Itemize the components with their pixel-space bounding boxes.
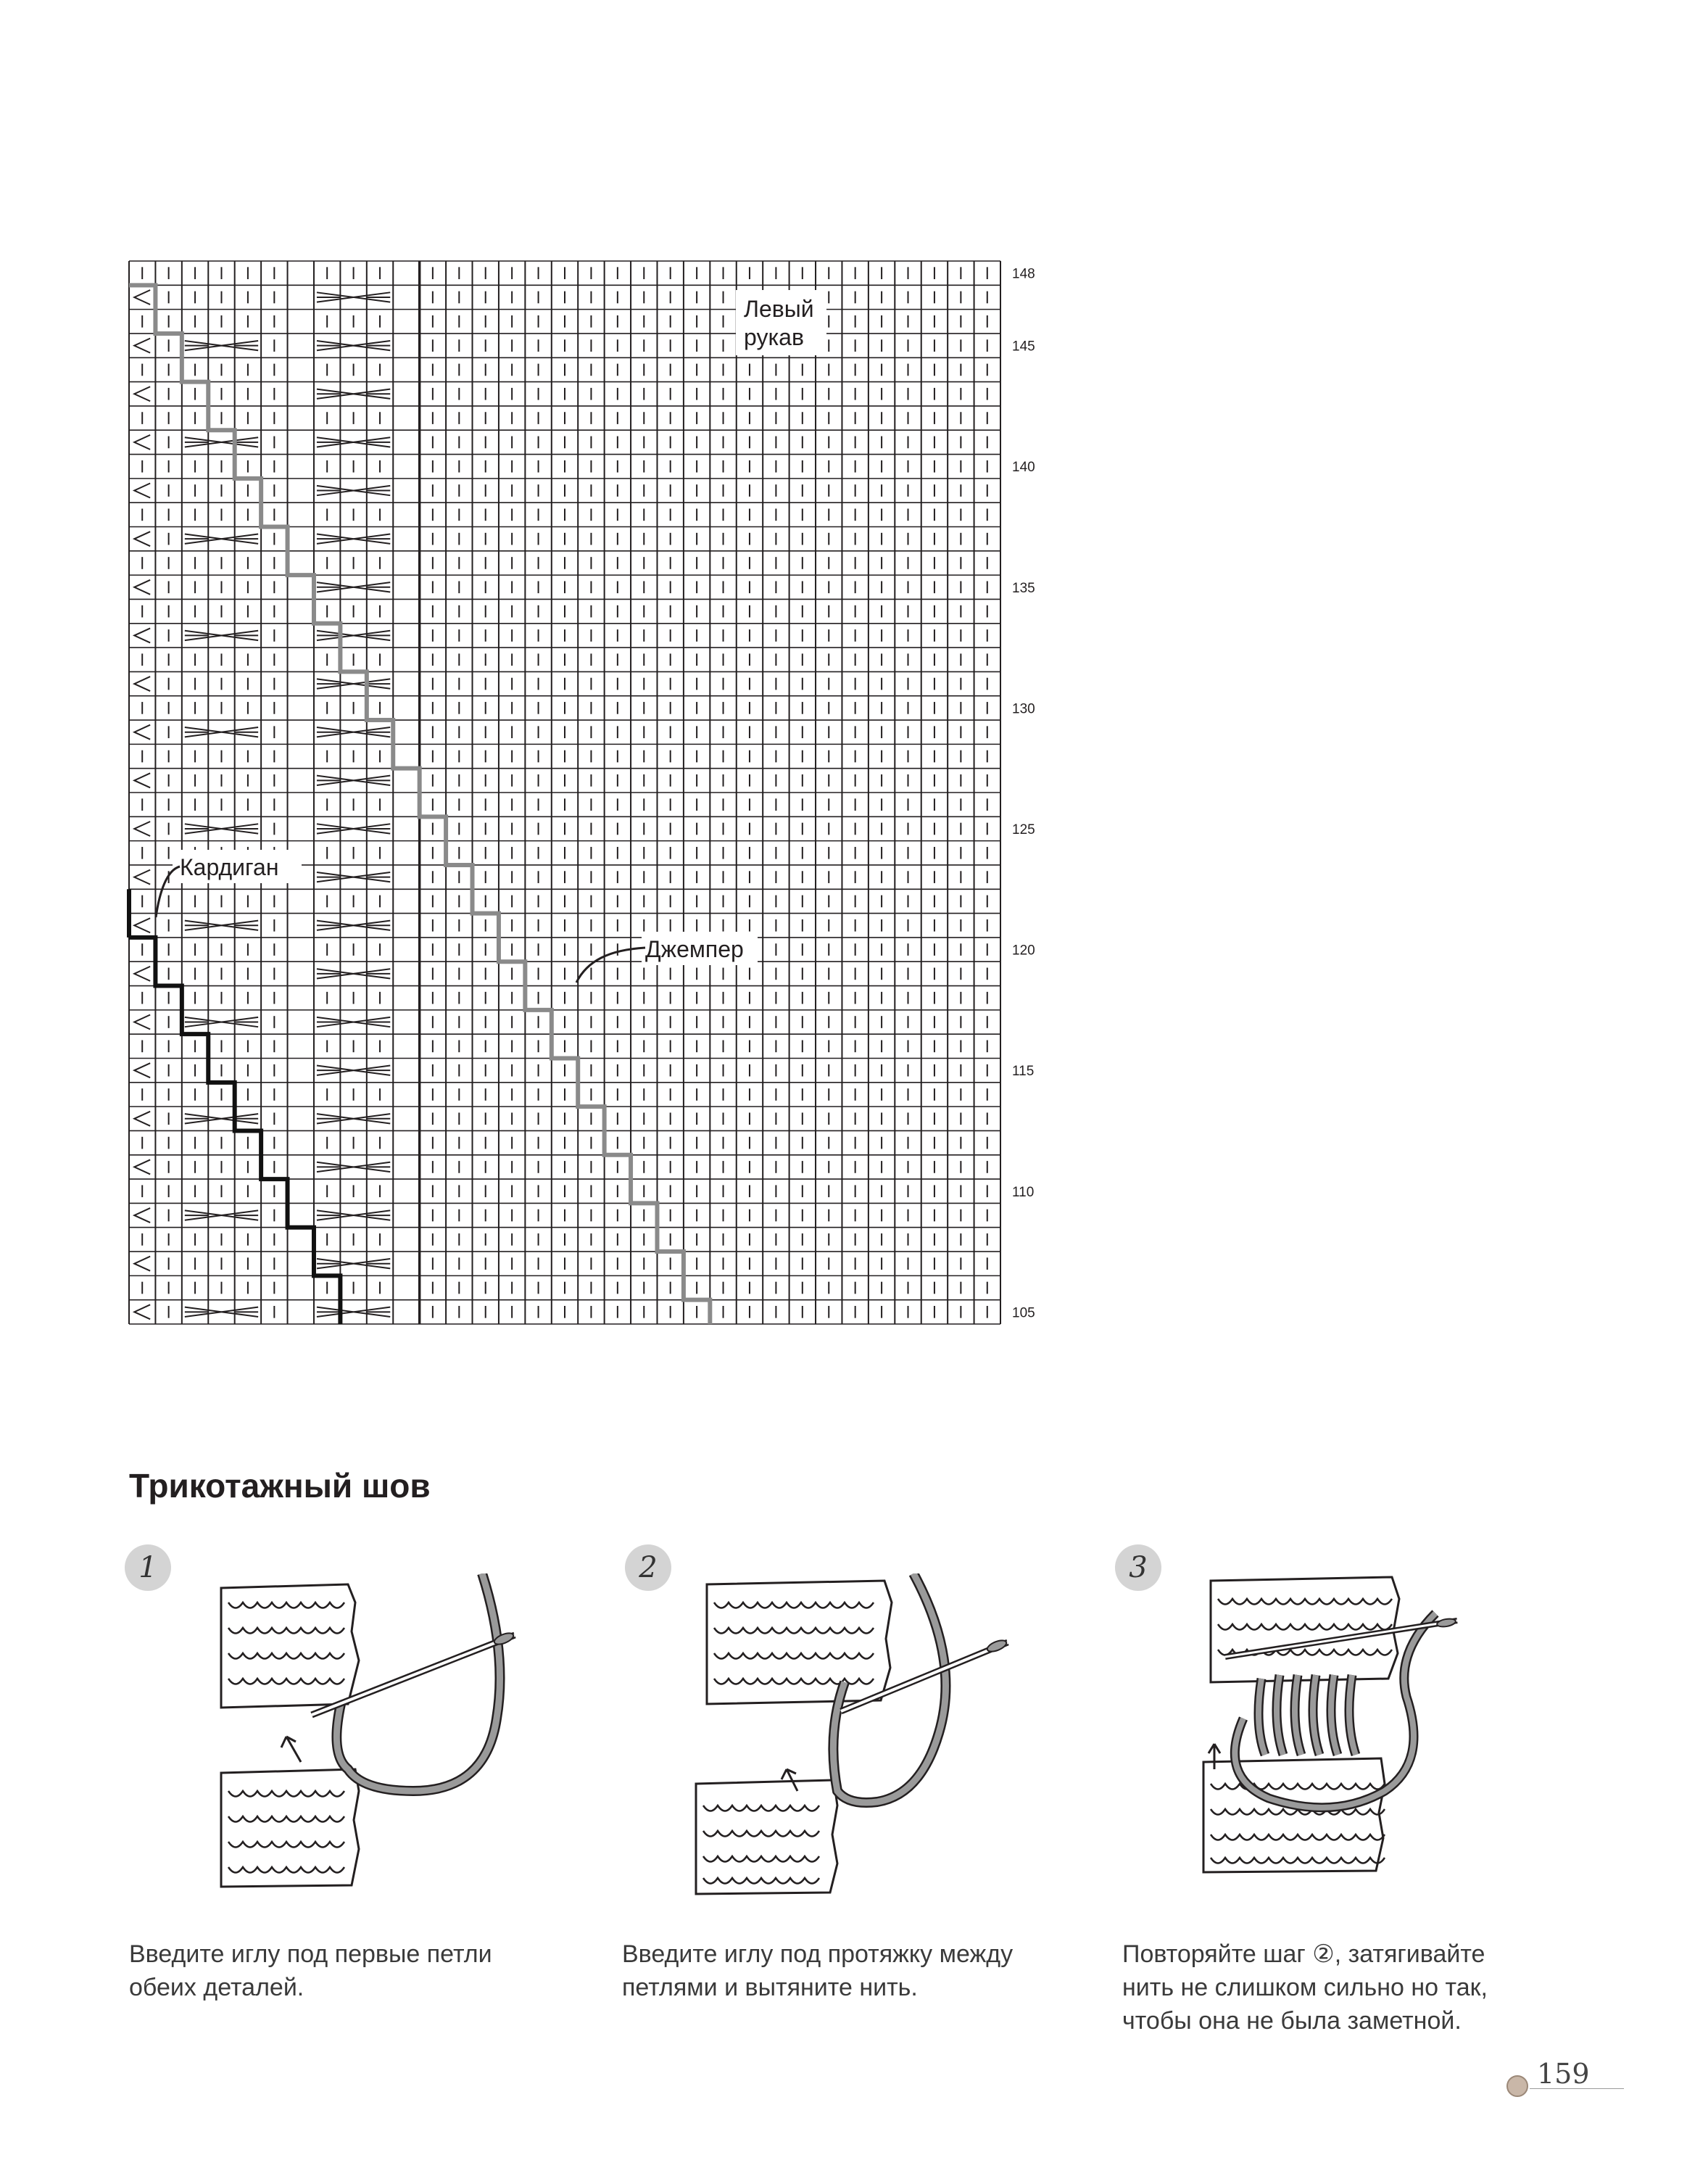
row-label: 140 — [1012, 460, 1035, 475]
decrease-symbol — [132, 482, 151, 499]
decrease-symbol — [132, 724, 151, 740]
cable-symbol — [316, 1016, 391, 1028]
cable-symbol — [316, 582, 391, 593]
cable-symbol — [316, 339, 391, 352]
cable-symbol — [184, 1209, 259, 1221]
decrease-symbol — [132, 676, 151, 692]
cable-symbol — [184, 1306, 259, 1318]
step-3-number: 3 — [1115, 1544, 1161, 1591]
footer-rule — [1530, 2088, 1624, 2089]
cardigan-leader — [154, 865, 181, 918]
cable-symbol — [316, 727, 391, 738]
knitting-chart: 148 145 140 135 130 125 120 115 110 105 Левый рук… — [127, 260, 1035, 1325]
decrease-symbol — [132, 1014, 151, 1030]
cable-symbol — [184, 339, 259, 352]
row-label: 115 — [1012, 1064, 1034, 1079]
decrease-symbol — [132, 627, 151, 644]
decrease-symbol — [132, 1255, 151, 1272]
cable-symbol — [316, 1064, 391, 1076]
step-1-number: 1 — [125, 1544, 171, 1591]
row-label: 110 — [1012, 1185, 1034, 1200]
cable-symbol — [316, 919, 391, 931]
left-sleeve-label-line1: Левый — [744, 296, 814, 322]
decrease-symbol — [132, 531, 151, 547]
cable-symbol — [316, 291, 391, 303]
decrease-symbol — [132, 772, 151, 789]
section-title: Трикотажный шов — [129, 1467, 431, 1505]
jumper-step-line — [129, 283, 713, 1324]
cable-symbol — [184, 823, 259, 835]
cable-symbol — [316, 1161, 391, 1173]
cable-symbol — [316, 968, 391, 980]
decrease-symbol — [132, 869, 151, 885]
yarn — [331, 1573, 505, 1797]
cable-symbol — [316, 533, 391, 545]
decrease-symbol — [132, 1159, 151, 1175]
decrease-symbol — [132, 434, 151, 450]
cable-symbol — [316, 1209, 391, 1221]
step-1-text: Введите иглу под первые петли обеих дета… — [129, 1940, 492, 2001]
cable-symbol — [184, 1016, 259, 1028]
cable-symbol — [316, 774, 391, 786]
jumper-leader — [575, 946, 646, 983]
chart-symbols — [132, 267, 988, 1320]
decrease-symbol — [132, 965, 151, 982]
cable-symbol — [184, 919, 259, 931]
step-2-text: Введите иглу под протяжку между петлями … — [622, 1940, 1014, 2001]
cable-symbol — [184, 629, 259, 642]
cable-symbol — [316, 437, 391, 448]
step-3-text: Повторяйте шаг ②, затягивайте нить не сл… — [1122, 1940, 1488, 2035]
jumper-label-group: Джемпер — [575, 932, 758, 983]
decrease-symbol — [132, 821, 151, 837]
step-1-illustration — [220, 1573, 516, 1888]
cable-symbol — [316, 678, 391, 690]
decrease-symbol — [132, 289, 151, 305]
chart-step-lines — [127, 283, 713, 1324]
cable-symbol — [316, 1306, 391, 1318]
yarn-ball-icon — [1506, 2075, 1528, 2097]
cable-symbol — [184, 437, 259, 448]
cable-symbol — [316, 629, 391, 642]
jumper-label: Джемпер — [645, 936, 744, 962]
cable-symbol — [316, 484, 391, 497]
row-label: 120 — [1012, 943, 1035, 959]
cable-symbol — [316, 1113, 391, 1125]
left-sleeve-label-group: Левый рукав — [736, 290, 826, 355]
cable-symbol — [316, 1258, 391, 1270]
step-2-illustration — [695, 1573, 1009, 1895]
cable-symbol — [316, 823, 391, 835]
decrease-symbol — [132, 1062, 151, 1079]
left-sleeve-label-line2: рукав — [744, 324, 804, 350]
cable-symbol — [184, 1113, 259, 1125]
cable-symbol — [316, 871, 391, 883]
row-label: 130 — [1012, 701, 1035, 716]
cable-symbol — [184, 727, 259, 738]
cardigan-label: Кардиган — [180, 854, 278, 880]
cable-symbol — [316, 388, 391, 400]
step-3-illustration — [1202, 1576, 1458, 1874]
row-label: 105 — [1012, 1305, 1035, 1320]
chart-grid — [128, 260, 1001, 1325]
cardigan-step-line — [129, 935, 343, 1324]
row-label: 145 — [1012, 339, 1035, 355]
knit-fabric-top — [220, 1583, 360, 1709]
decrease-symbol — [132, 386, 151, 402]
row-labels: 148 145 140 135 130 125 120 115 110 105 — [1012, 267, 1035, 1321]
row-label: 125 — [1012, 822, 1035, 837]
cardigan-label-group: Кардиган — [154, 850, 302, 918]
decrease-symbol — [132, 1207, 151, 1223]
row-label: 135 — [1012, 581, 1035, 596]
step-2-number: 2 — [625, 1544, 671, 1591]
arrow — [280, 1735, 302, 1763]
cable-symbol — [184, 533, 259, 545]
row-label: 148 — [1012, 267, 1035, 282]
decrease-symbol — [132, 1110, 151, 1127]
decrease-symbol — [132, 337, 151, 354]
decrease-symbol — [132, 1304, 151, 1320]
page-number: 159 — [1537, 2058, 1590, 2090]
decrease-symbol — [132, 579, 151, 595]
decrease-symbol — [132, 917, 151, 934]
